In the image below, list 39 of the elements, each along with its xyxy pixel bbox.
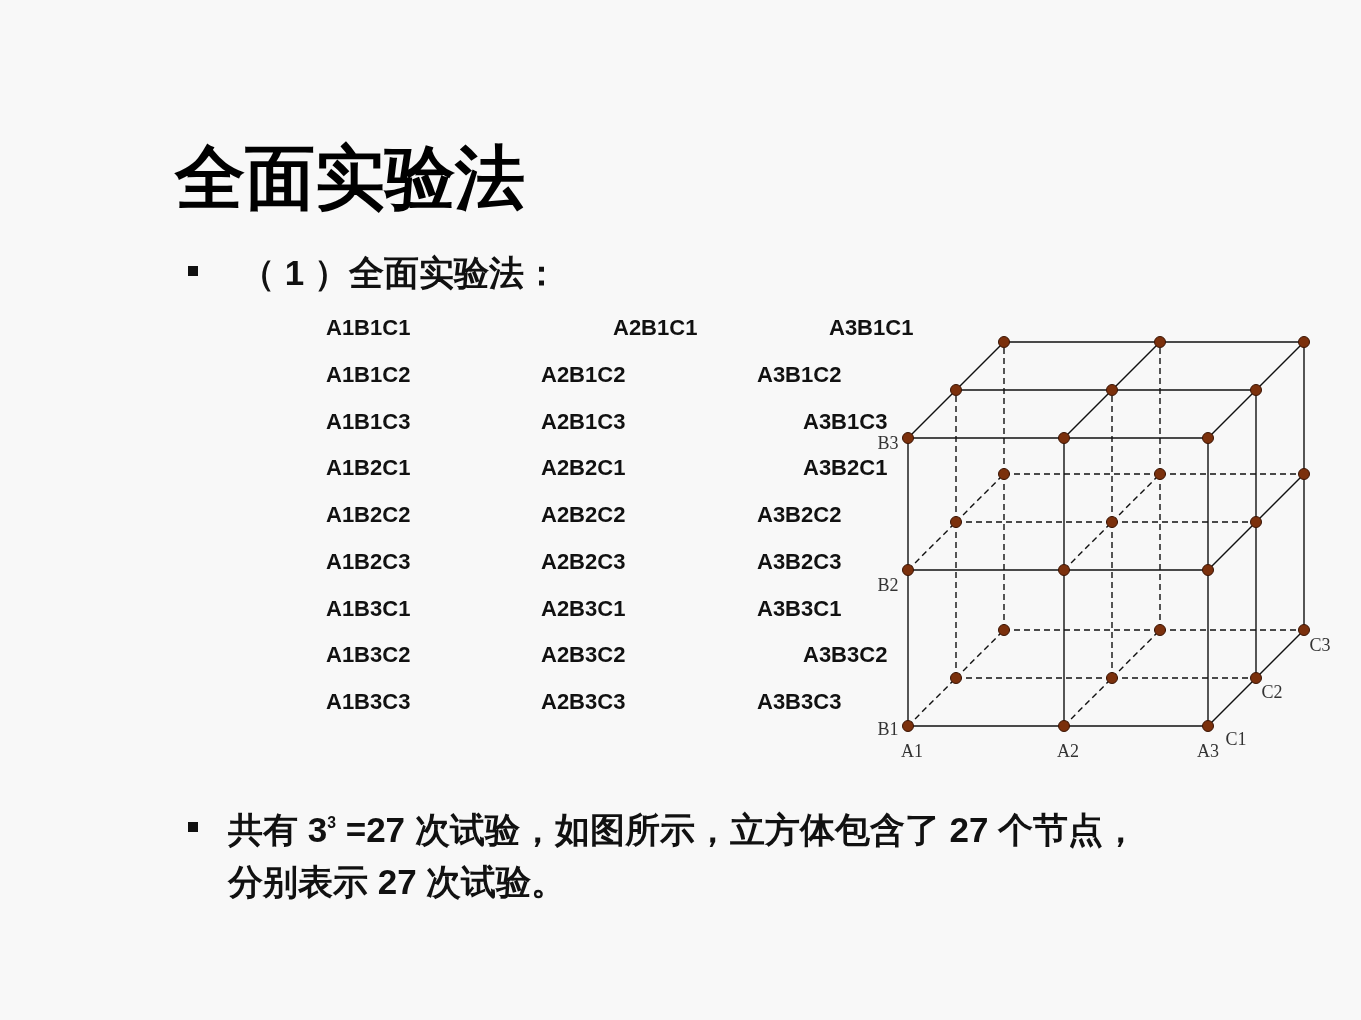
axis-label: A1 xyxy=(901,742,923,760)
axis-label: C2 xyxy=(1261,683,1283,701)
combination-label: A2B1C1 xyxy=(613,316,698,340)
combination-label: A3B3C3 xyxy=(757,690,842,714)
combination-label: A3B3C2 xyxy=(803,643,888,668)
axis-label: B3 xyxy=(877,434,899,452)
combination-label: A3B3C1 xyxy=(757,596,842,621)
combination-label: A1B3C1 xyxy=(326,596,411,621)
axis-label: A2 xyxy=(1057,742,1079,760)
combination-label: A1B2C1 xyxy=(326,456,411,481)
combination-label: A2B2C3 xyxy=(541,549,626,574)
combination-label: A1B2C3 xyxy=(326,549,411,574)
combination-label: A2B3C1 xyxy=(541,596,626,621)
bullet-text: 共有 3$^{3}$ =27 次试验，如图所示，立方体包含了 27 个节点，分别表示 27 次试验。 xyxy=(228,809,1140,903)
combination-label: A2B1C3 xyxy=(541,409,626,434)
combination-label: A2B1C2 xyxy=(541,362,626,387)
combination-label: A3B2C3 xyxy=(757,549,842,574)
axis-label: C1 xyxy=(1225,730,1247,748)
combination-label: A1B3C3 xyxy=(326,690,411,714)
combination-label: A1B1C1 xyxy=(326,316,411,340)
combination-label: A2B3C2 xyxy=(541,643,626,668)
combination-label: A2B2C1 xyxy=(541,456,626,481)
axis-label: B2 xyxy=(877,576,899,594)
combination-label: A1B1C2 xyxy=(326,362,411,387)
combination-label: A3B2C1 xyxy=(803,456,888,481)
slide-title: 全面实验法 xyxy=(175,139,525,216)
combination-label: A3B1C1 xyxy=(829,316,914,340)
combination-label: A1B2C2 xyxy=(326,503,411,527)
combination-label: A3B1C2 xyxy=(757,362,842,387)
combination-label: A1B1C3 xyxy=(326,409,411,434)
combination-label: A2B3C3 xyxy=(541,690,626,714)
combination-label: A3B1C3 xyxy=(803,409,888,434)
axis-label: C3 xyxy=(1309,636,1331,654)
bullet-text: （ 1 ）全面实验法： xyxy=(240,252,559,294)
combination-label: A3B2C2 xyxy=(757,503,842,527)
combination-label: A2B2C2 xyxy=(541,503,626,527)
axis-label: A3 xyxy=(1197,742,1219,760)
axis-label: B1 xyxy=(877,720,899,738)
combination-label: A1B3C2 xyxy=(326,643,411,668)
